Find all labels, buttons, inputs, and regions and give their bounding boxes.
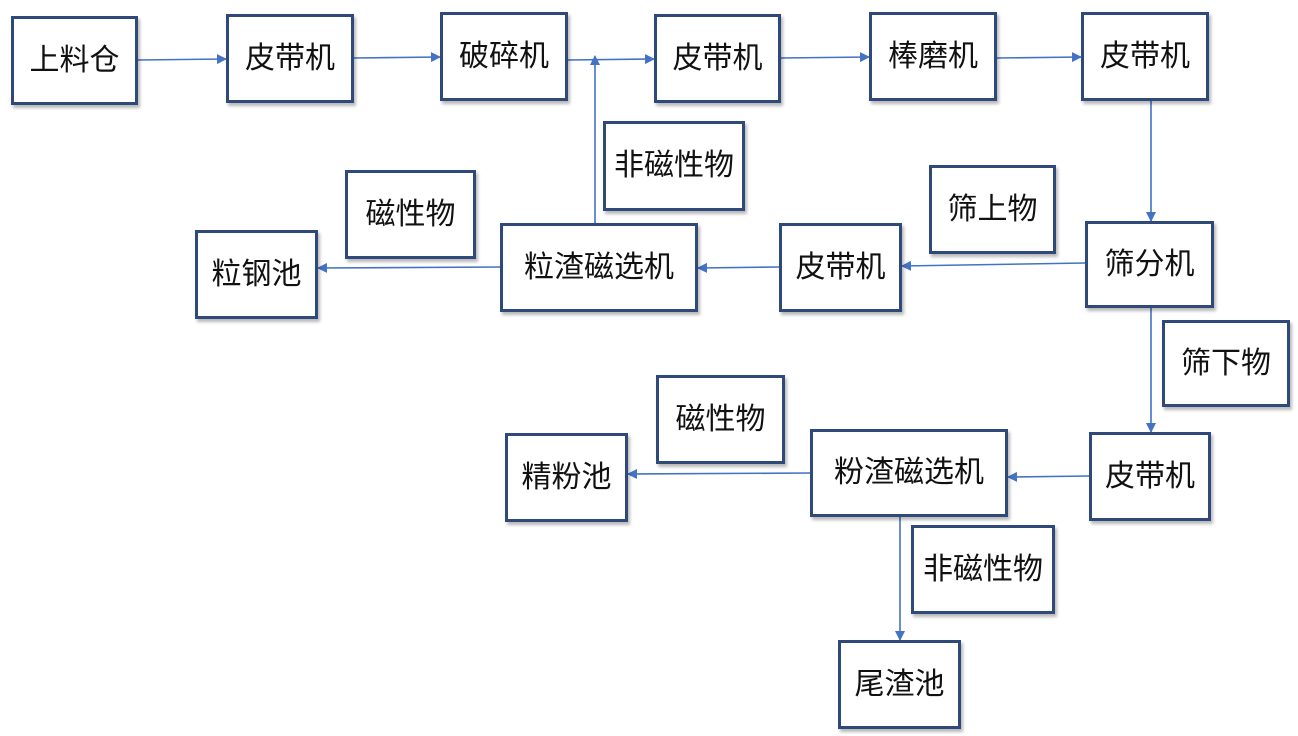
arrow-belt4-to-granule-separator <box>697 262 780 273</box>
label-non-magnetic-1: 非磁性物 <box>603 121 745 211</box>
label-magnetic-1: 磁性物 <box>345 170 476 259</box>
label-magnetic-2: 磁性物 <box>656 375 785 464</box>
node-crusher: 破碎机 <box>440 12 568 101</box>
arrow-screen-to-belt4 <box>901 260 1086 271</box>
node-screening-machine: 筛分机 <box>1085 221 1214 308</box>
arrow-granule-to-steel-pool <box>317 262 501 273</box>
label-non-magnetic-2: 非磁性物 <box>911 525 1055 614</box>
node-belt-conveyor-2: 皮带机 <box>654 14 781 103</box>
arrow-feedbin-to-belt1 <box>137 54 227 65</box>
arrow-belt5-to-powder-separator <box>1007 471 1090 482</box>
arrow-belt1-to-crusher <box>353 52 441 63</box>
node-belt-conveyor-4: 皮带机 <box>779 223 902 312</box>
node-belt-conveyor-5: 皮带机 <box>1089 432 1211 521</box>
node-belt-conveyor-3: 皮带机 <box>1081 12 1209 101</box>
arrow-rodmill-to-belt3 <box>996 52 1082 63</box>
arrow-crusher-to-belt2 <box>567 54 655 65</box>
node-tailings-pool: 尾渣池 <box>838 640 961 729</box>
label-oversize: 筛上物 <box>929 165 1056 254</box>
node-powder-magnetic-separator: 粉渣磁选机 <box>810 429 1008 517</box>
arrow-belt2-to-rodmill <box>780 52 870 63</box>
node-feed-bin: 上料仓 <box>11 16 138 105</box>
node-rod-mill: 棒磨机 <box>869 12 997 101</box>
node-granule-steel-pool: 粒钢池 <box>195 230 318 319</box>
node-fine-powder-pool: 精粉池 <box>505 433 628 522</box>
node-granule-magnetic-separator: 粒渣磁选机 <box>500 223 698 312</box>
label-undersize: 筛下物 <box>1162 320 1290 407</box>
arrow-powder-to-fine-pool <box>627 468 811 479</box>
node-belt-conveyor-1: 皮带机 <box>226 14 354 103</box>
